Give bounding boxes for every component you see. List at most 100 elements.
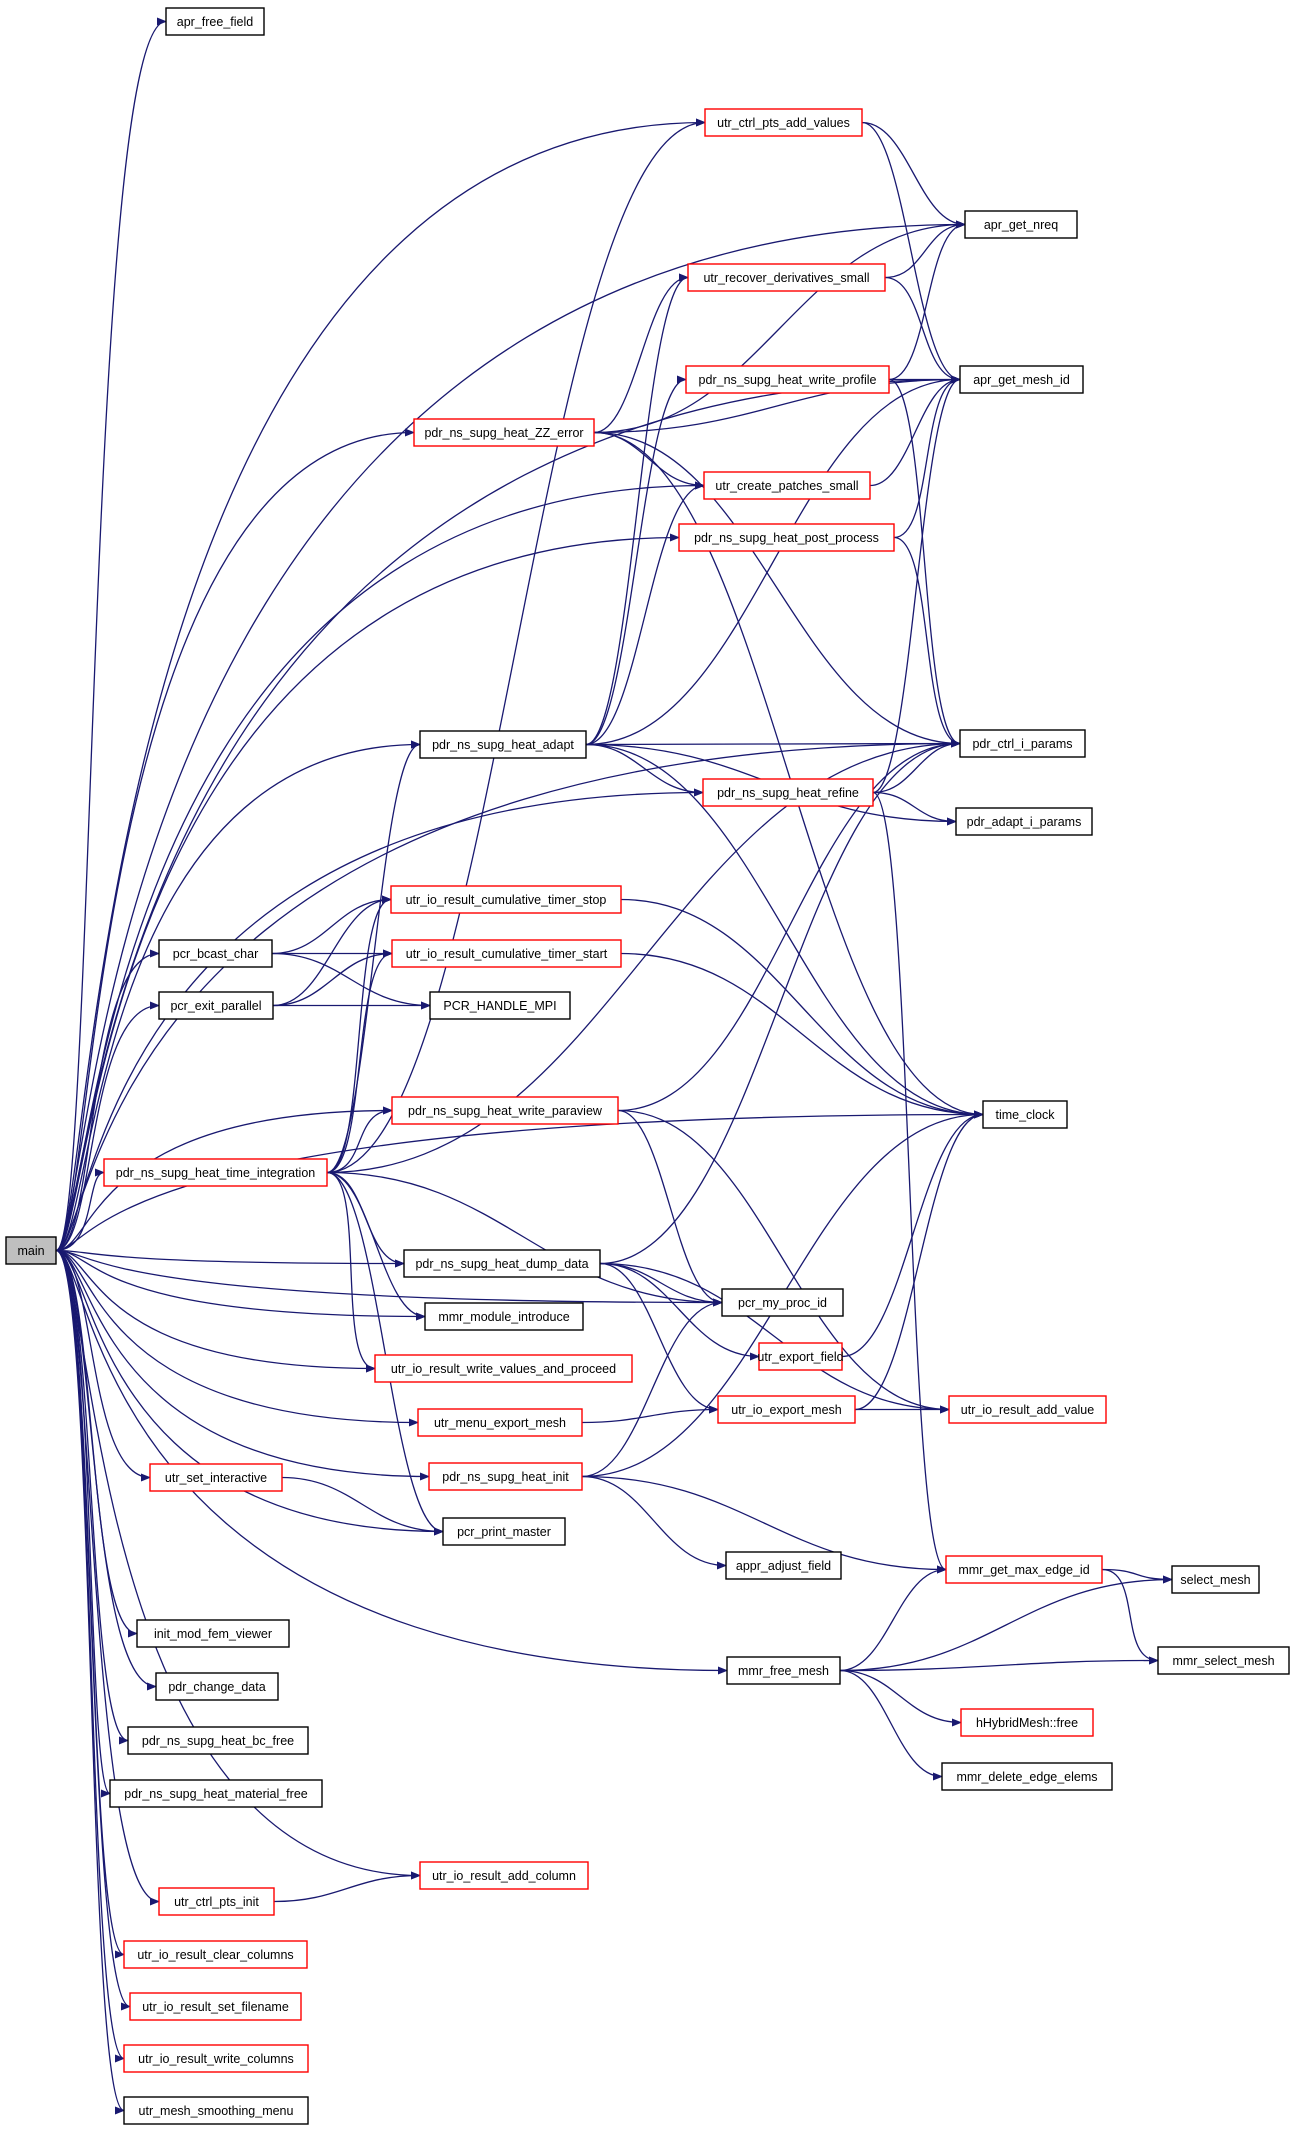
node-box-mmr_select_mesh[interactable] [1157,1646,1290,1675]
node-box-main[interactable] [5,1236,57,1265]
node-box-utr_io_export_mesh[interactable] [717,1395,856,1424]
node-pcr_bcast_char[interactable]: pcr_bcast_char [158,939,273,968]
node-pcr_my_proc_id[interactable]: pcr_my_proc_id [721,1288,844,1317]
node-pdr_ns_supg_heat_adapt[interactable]: pdr_ns_supg_heat_adapt [419,730,587,759]
node-box-pcr_bcast_char[interactable] [158,939,273,968]
node-mmr_get_max_edge_id[interactable]: mmr_get_max_edge_id [945,1555,1103,1584]
node-box-apr_free_field[interactable] [165,7,265,36]
node-PCR_HANDLE_MPI[interactable]: PCR_HANDLE_MPI [429,991,571,1020]
node-box-hHybridMesh_free[interactable] [960,1708,1094,1737]
node-box-pdr_adapt_i_params[interactable] [955,807,1093,836]
node-box-pcr_exit_parallel[interactable] [158,991,274,1020]
node-pdr_ns_supg_heat_material_free[interactable]: pdr_ns_supg_heat_material_free [109,1779,323,1808]
node-mmr_free_mesh[interactable]: mmr_free_mesh [726,1656,841,1685]
node-utr_ctrl_pts_add_values[interactable]: utr_ctrl_pts_add_values [704,108,863,137]
node-box-pdr_ns_supg_heat_write_profile[interactable] [685,365,890,394]
node-box-utr_ctrl_pts_add_values[interactable] [704,108,863,137]
node-main[interactable]: main [5,1236,57,1265]
node-appr_adjust_field[interactable]: appr_adjust_field [725,1551,842,1580]
node-utr_ctrl_pts_init[interactable]: utr_ctrl_pts_init [158,1887,275,1916]
node-pdr_ns_supg_heat_ZZ_error[interactable]: pdr_ns_supg_heat_ZZ_error [413,418,595,447]
node-box-utr_export_field[interactable] [758,1342,843,1371]
node-box-apr_get_nreq[interactable] [964,210,1078,239]
node-utr_set_interactive[interactable]: utr_set_interactive [149,1463,283,1492]
node-box-utr_recover_derivatives_small[interactable] [687,263,886,292]
node-utr_export_field[interactable]: utr_export_field [757,1342,844,1371]
node-box-pdr_ns_supg_heat_bc_free[interactable] [127,1726,309,1755]
node-pdr_ns_supg_heat_write_paraview[interactable]: pdr_ns_supg_heat_write_paraview [391,1096,619,1125]
node-utr_io_result_add_column[interactable]: utr_io_result_add_column [419,1861,589,1890]
node-time_clock[interactable]: time_clock [982,1100,1068,1129]
node-box-utr_create_patches_small[interactable] [703,471,871,500]
node-box-utr_io_result_cumulative_timer_start[interactable] [391,939,622,968]
node-box-utr_io_result_clear_columns[interactable] [123,1940,308,1969]
node-apr_free_field[interactable]: apr_free_field [165,7,265,36]
node-box-init_mod_fem_viewer[interactable] [136,1619,290,1648]
node-pdr_ns_supg_heat_dump_data[interactable]: pdr_ns_supg_heat_dump_data [403,1249,601,1278]
node-box-pdr_ns_supg_heat_material_free[interactable] [109,1779,323,1808]
node-select_mesh[interactable]: select_mesh [1171,1565,1260,1594]
node-box-pcr_print_master[interactable] [442,1517,566,1546]
node-pdr_ns_supg_heat_post_process[interactable]: pdr_ns_supg_heat_post_process [678,523,895,552]
node-mmr_delete_edge_elems[interactable]: mmr_delete_edge_elems [941,1762,1113,1791]
node-utr_io_result_add_value[interactable]: utr_io_result_add_value [948,1395,1107,1424]
node-utr_io_result_cumulative_timer_stop[interactable]: utr_io_result_cumulative_timer_stop [390,885,622,914]
node-box-pdr_ns_supg_heat_time_integration[interactable] [103,1158,328,1187]
node-box-appr_adjust_field[interactable] [725,1551,842,1580]
node-box-mmr_module_introduce[interactable] [424,1302,584,1331]
node-box-utr_io_result_add_value[interactable] [948,1395,1107,1424]
node-box-pdr_ctrl_i_params[interactable] [959,729,1086,758]
node-box-utr_io_result_set_filename[interactable] [129,1992,302,2021]
node-utr_io_result_clear_columns[interactable]: utr_io_result_clear_columns [123,1940,308,1969]
node-box-utr_menu_export_mesh[interactable] [417,1408,583,1437]
node-box-time_clock[interactable] [982,1100,1068,1129]
node-mmr_select_mesh[interactable]: mmr_select_mesh [1157,1646,1290,1675]
node-init_mod_fem_viewer[interactable]: init_mod_fem_viewer [136,1619,290,1648]
node-pdr_ns_supg_heat_time_integration[interactable]: pdr_ns_supg_heat_time_integration [103,1158,328,1187]
node-box-utr_ctrl_pts_init[interactable] [158,1887,275,1916]
node-box-pcr_my_proc_id[interactable] [721,1288,844,1317]
node-apr_get_mesh_id[interactable]: apr_get_mesh_id [959,365,1084,394]
node-utr_mesh_smoothing_menu[interactable]: utr_mesh_smoothing_menu [123,2096,309,2125]
node-box-mmr_get_max_edge_id[interactable] [945,1555,1103,1584]
node-pdr_change_data[interactable]: pdr_change_data [155,1672,279,1701]
node-pdr_ctrl_i_params[interactable]: pdr_ctrl_i_params [959,729,1086,758]
node-box-utr_io_result_write_columns[interactable] [123,2044,309,2073]
node-utr_io_export_mesh[interactable]: utr_io_export_mesh [717,1395,856,1424]
node-box-utr_io_result_add_column[interactable] [419,1861,589,1890]
node-apr_get_nreq[interactable]: apr_get_nreq [964,210,1078,239]
node-box-select_mesh[interactable] [1171,1565,1260,1594]
node-box-pdr_ns_supg_heat_ZZ_error[interactable] [413,418,595,447]
node-box-pdr_ns_supg_heat_refine[interactable] [702,778,874,807]
node-utr_menu_export_mesh[interactable]: utr_menu_export_mesh [417,1408,583,1437]
node-utr_io_result_set_filename[interactable]: utr_io_result_set_filename [129,1992,302,2021]
node-box-pdr_change_data[interactable] [155,1672,279,1701]
node-box-utr_io_result_cumulative_timer_stop[interactable] [390,885,622,914]
node-box-pdr_ns_supg_heat_init[interactable] [428,1462,583,1491]
node-utr_io_result_cumulative_timer_start[interactable]: utr_io_result_cumulative_timer_start [391,939,622,968]
node-mmr_module_introduce[interactable]: mmr_module_introduce [424,1302,584,1331]
node-utr_recover_derivatives_small[interactable]: utr_recover_derivatives_small [687,263,886,292]
node-box-mmr_free_mesh[interactable] [726,1656,841,1685]
node-utr_io_result_write_values_and_proceed[interactable]: utr_io_result_write_values_and_proceed [374,1354,633,1383]
node-utr_create_patches_small[interactable]: utr_create_patches_small [703,471,871,500]
node-box-pdr_ns_supg_heat_write_paraview[interactable] [391,1096,619,1125]
node-box-mmr_delete_edge_elems[interactable] [941,1762,1113,1791]
node-pdr_ns_supg_heat_write_profile[interactable]: pdr_ns_supg_heat_write_profile [685,365,890,394]
node-box-pdr_ns_supg_heat_dump_data[interactable] [403,1249,601,1278]
node-box-apr_get_mesh_id[interactable] [959,365,1084,394]
node-utr_io_result_write_columns[interactable]: utr_io_result_write_columns [123,2044,309,2073]
node-box-PCR_HANDLE_MPI[interactable] [429,991,571,1020]
node-pcr_print_master[interactable]: pcr_print_master [442,1517,566,1546]
node-hHybridMesh_free[interactable]: hHybridMesh::free [960,1708,1094,1737]
node-box-pdr_ns_supg_heat_post_process[interactable] [678,523,895,552]
node-pdr_ns_supg_heat_init[interactable]: pdr_ns_supg_heat_init [428,1462,583,1491]
node-pdr_ns_supg_heat_bc_free[interactable]: pdr_ns_supg_heat_bc_free [127,1726,309,1755]
node-pdr_adapt_i_params[interactable]: pdr_adapt_i_params [955,807,1093,836]
node-box-utr_set_interactive[interactable] [149,1463,283,1492]
node-pcr_exit_parallel[interactable]: pcr_exit_parallel [158,991,274,1020]
node-pdr_ns_supg_heat_refine[interactable]: pdr_ns_supg_heat_refine [702,778,874,807]
node-box-pdr_ns_supg_heat_adapt[interactable] [419,730,587,759]
node-box-utr_io_result_write_values_and_proceed[interactable] [374,1354,633,1383]
node-box-utr_mesh_smoothing_menu[interactable] [123,2096,309,2125]
